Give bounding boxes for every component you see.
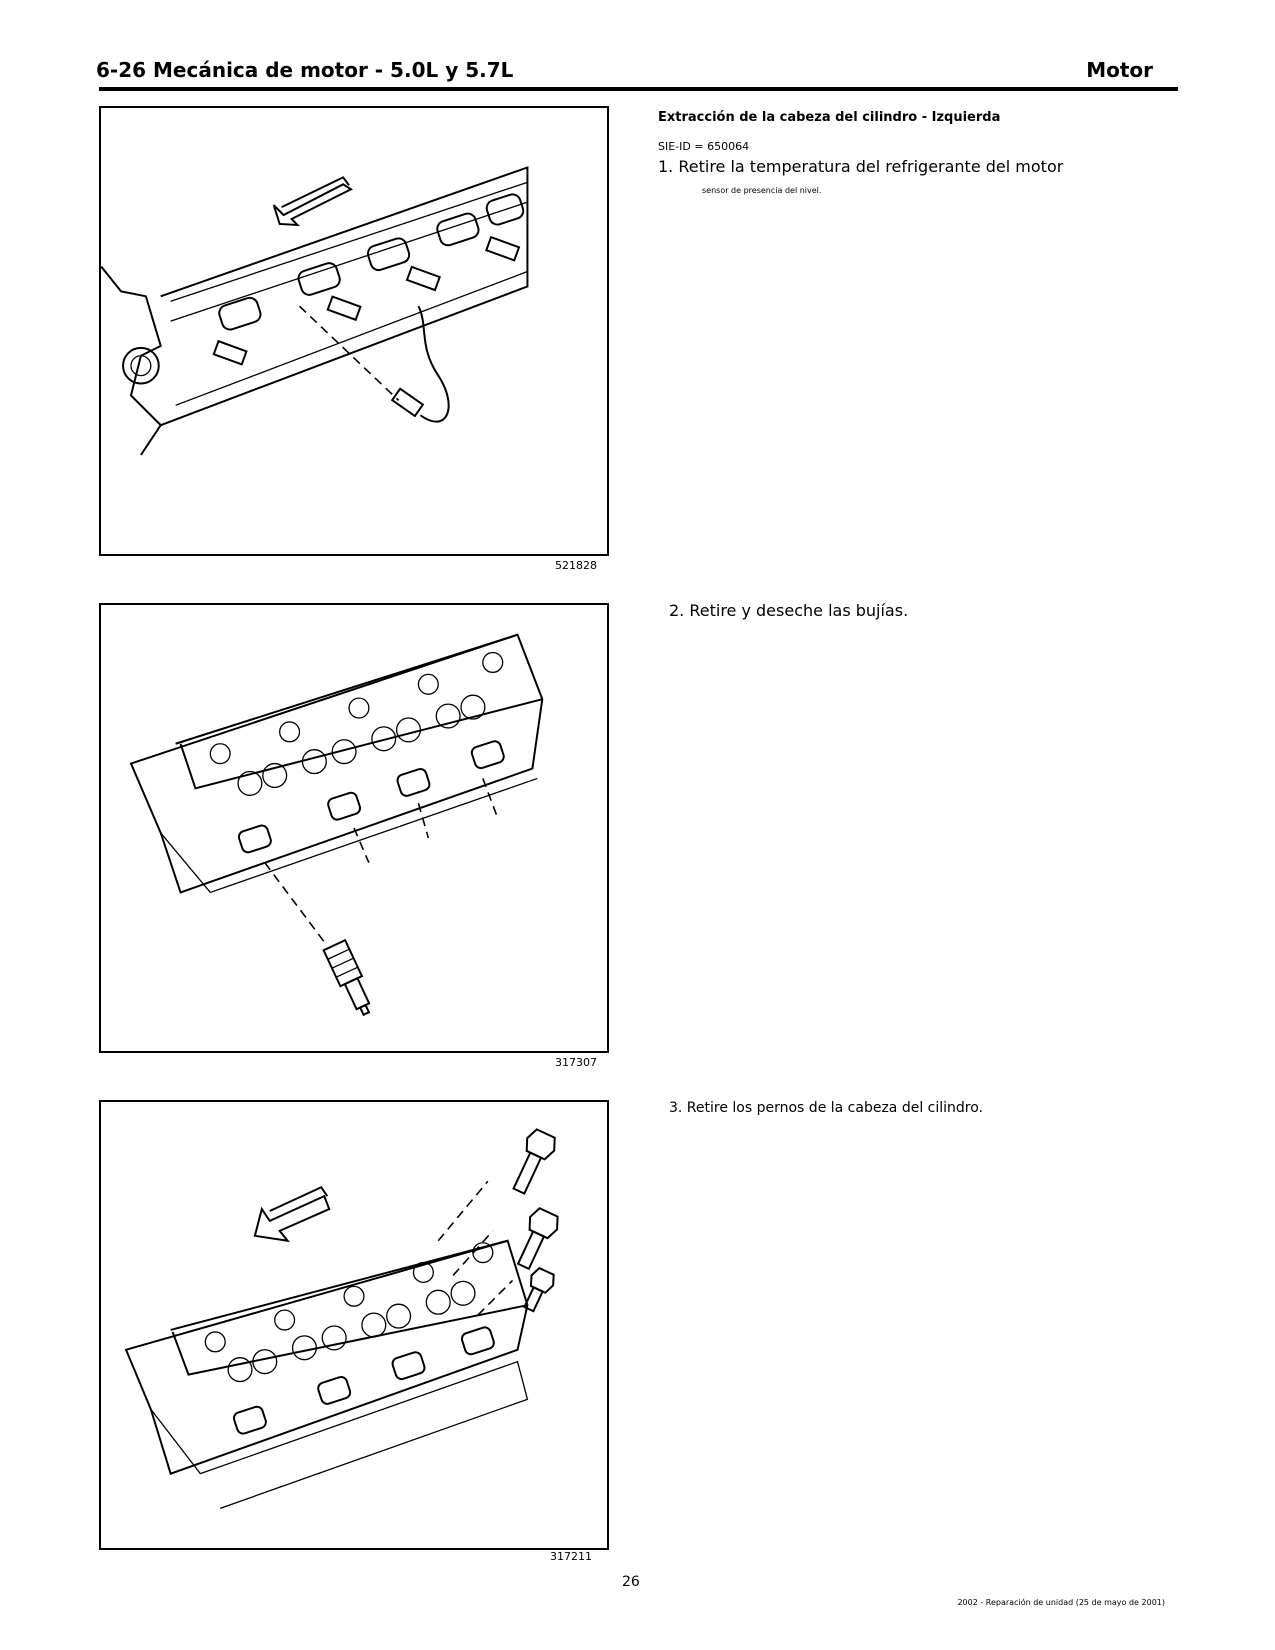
figure-2-id: 317307	[555, 1056, 597, 1069]
figure-1-id: 521828	[555, 559, 597, 572]
page-number: 26	[622, 1574, 640, 1590]
head-bolts-illustration	[124, 1128, 559, 1509]
step-2: 2. Retire y deseche las bujías.	[669, 601, 909, 620]
step-3: 3. Retire los pernos de la cabeza del ci…	[669, 1100, 984, 1116]
page-header-title: 6-26 Mecánica de motor - 5.0L y 5.7L	[96, 58, 514, 82]
figure-3-head-bolts	[99, 1100, 609, 1550]
step-1-continuation: sensor de presencia del nivel.	[702, 186, 822, 195]
sie-id: SIE-ID = 650064	[658, 140, 750, 153]
figure-2-spark-plugs	[99, 603, 609, 1053]
figure-3-id: 317211	[550, 1550, 592, 1563]
coolant-sensor-illustration	[101, 166, 529, 456]
page-header-section: Motor	[1086, 58, 1153, 82]
figure-1-coolant-sensor	[99, 106, 609, 556]
header-rule	[99, 87, 1178, 91]
section-title: Extracción de la cabeza del cilindro - I…	[658, 110, 1001, 125]
step-1: 1. Retire la temperatura del refrigerant…	[658, 157, 1064, 176]
spark-plug-illustration	[129, 633, 544, 1017]
footer-note: 2002 - Reparación de unidad (25 de mayo …	[957, 1598, 1165, 1607]
